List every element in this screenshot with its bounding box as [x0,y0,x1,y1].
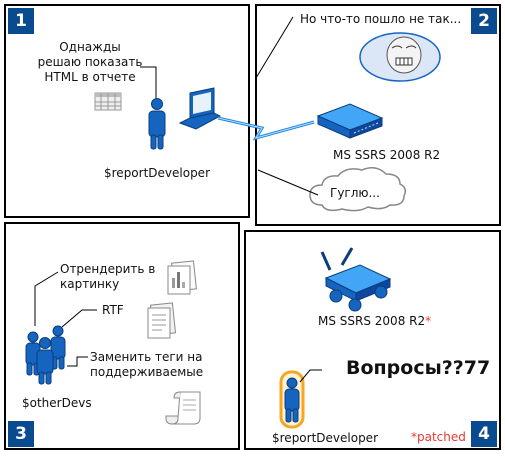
patched-server-label: MS SSRS 2008 R2* [318,314,431,329]
option-1-line-2: картинку [60,277,120,291]
table-icon [94,92,122,111]
note-pointer [140,66,157,98]
panel-1-note: Однажды решаю показать HTML в отчете [28,40,152,85]
panel-1-badge: 1 [8,8,34,34]
group-label: $otherDevs [22,396,92,410]
questions-text: Вопросы??77 [346,357,491,379]
panel-3 [4,222,240,450]
option-1-line-1: Отрендерить в [60,262,156,276]
cloud-label: Гуглю... [330,186,380,200]
note-line-3: HTML в отчете [44,70,136,84]
developer-person-icon [148,98,166,150]
patched-note: *patched [411,430,466,444]
option-render-image: Отрендерить в картинку [60,262,155,292]
patched-asterisk: * [425,314,432,328]
group-persons-icon [25,325,66,385]
meme-face-icon [359,32,441,82]
cloud-pointer [257,169,319,196]
enlightened-developer-icon [279,370,305,429]
server-label: MS SSRS 2008 R2 [333,148,441,162]
panel-4-badge: 4 [471,421,497,447]
option-replace-tags: Заменить теги на поддерживаемые [90,350,203,380]
patched-server-name: MS SSRS 2008 R2 [318,314,426,328]
scroll-document-icon [165,391,201,425]
panel-3-badge: 3 [8,421,34,447]
option-3-line-1: Заменить теги на [90,350,203,364]
laptop-icon [178,87,222,130]
server-icon [316,103,384,139]
panel-2-badge: 2 [471,8,497,34]
developer-label: $reportDeveloper [104,166,211,180]
image-document-icon [167,260,197,295]
note-line-1: Однажды [59,40,121,54]
option-3-line-2: поддерживаемые [90,365,204,379]
rtf-document-icon [147,302,177,339]
developer-label-final: $reportDeveloper [272,431,379,445]
option-rtf: RTF [102,303,124,317]
patched-server-icon [320,247,392,312]
cloud-shape [309,167,407,212]
panel-2-caption: Но что-то пошло не так... [300,12,462,26]
note-line-2: решаю показать [37,55,143,69]
caption-pointer [255,16,294,79]
